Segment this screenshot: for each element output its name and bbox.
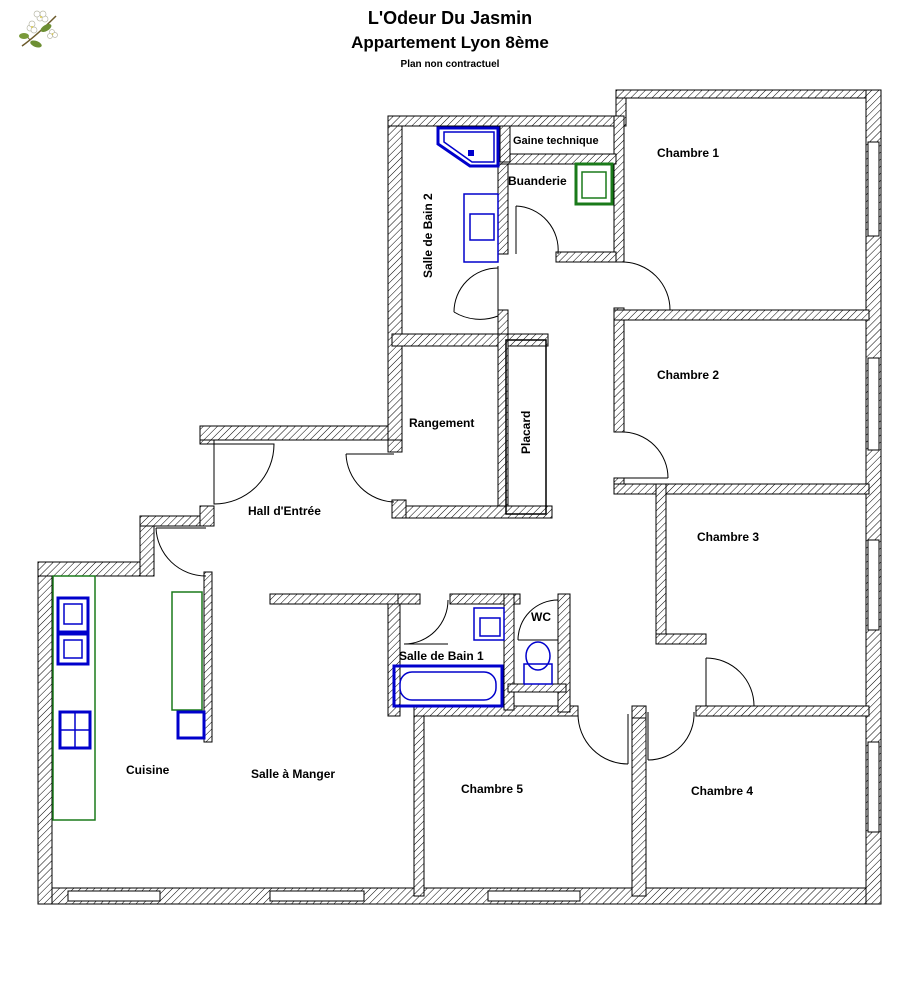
fixtures — [52, 126, 614, 821]
plan-subtitle: Appartement Lyon 8ème — [351, 33, 549, 52]
interior-walls — [203, 115, 870, 897]
label-chambre-4: Chambre 4 — [691, 784, 753, 798]
label-chambre-5: Chambre 5 — [461, 782, 523, 796]
label-salle-a-manger: Salle à Manger — [251, 767, 335, 781]
label-gaine-technique: Gaine technique — [513, 135, 599, 147]
label-salle-de-bain-2: Salle de Bain 2 — [421, 193, 435, 278]
label-placard: Placard — [519, 411, 533, 454]
plan-header: L'Odeur Du Jasmin Appartement Lyon 8ème … — [0, 0, 911, 80]
plan-title: L'Odeur Du Jasmin — [367, 8, 533, 28]
windows — [67, 141, 880, 902]
room-labels: Chambre 1 Chambre 2 Chambre 3 Chambre 4 … — [126, 135, 759, 798]
label-chambre-2: Chambre 2 — [657, 368, 719, 382]
label-chambre-3: Chambre 3 — [697, 530, 759, 544]
label-hall-entree: Hall d'Entrée — [248, 504, 321, 518]
label-chambre-1: Chambre 1 — [657, 146, 719, 160]
exterior-walls — [37, 89, 882, 905]
label-wc: WC — [531, 610, 551, 624]
label-salle-de-bain-1: Salle de Bain 1 — [399, 649, 484, 663]
label-cuisine: Cuisine — [126, 763, 170, 777]
doors — [155, 205, 755, 765]
label-buanderie: Buanderie — [508, 174, 567, 188]
label-rangement: Rangement — [409, 416, 474, 430]
jasmine-flower-icon — [19, 10, 58, 48]
plan-disclaimer: Plan non contractuel — [400, 59, 500, 70]
